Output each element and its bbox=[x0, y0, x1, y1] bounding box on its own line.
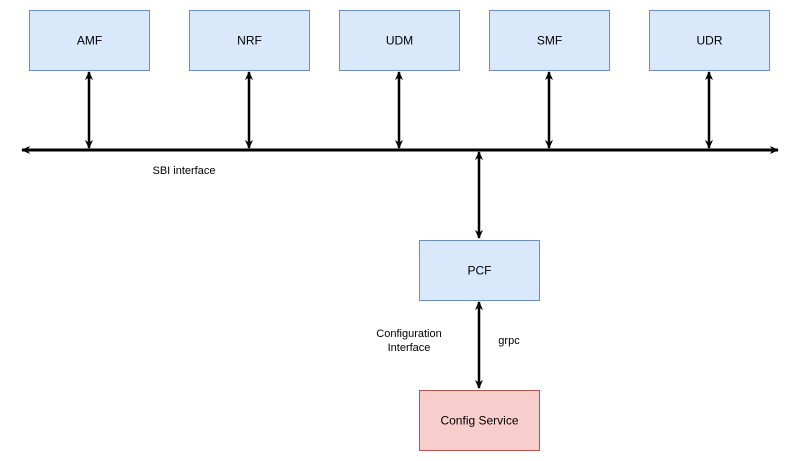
udm-node[interactable]: UDM bbox=[339, 10, 460, 71]
amf-box bbox=[29, 10, 150, 71]
udm-label: UDM bbox=[386, 34, 413, 48]
smf-node[interactable]: SMF bbox=[489, 10, 610, 71]
config-service-label: Config Service bbox=[440, 414, 518, 428]
grpc-label: grpc bbox=[498, 335, 520, 347]
sbi-interface-label: SBI interface bbox=[153, 165, 216, 177]
smf-box bbox=[489, 10, 610, 71]
config-service-box bbox=[419, 390, 540, 451]
nrf-node[interactable]: NRF bbox=[189, 10, 310, 71]
udr-box bbox=[649, 10, 770, 71]
pcf-node[interactable]: PCF bbox=[419, 240, 540, 301]
amf-node[interactable]: AMF bbox=[29, 10, 150, 71]
udm-box bbox=[339, 10, 460, 71]
pcf-label: PCF bbox=[468, 264, 492, 278]
configuration-interface-label-line2: Interface bbox=[388, 342, 431, 354]
config-service-node[interactable]: Config Service bbox=[419, 390, 540, 451]
nrf-box bbox=[189, 10, 310, 71]
pcf-box bbox=[419, 240, 540, 301]
udr-label: UDR bbox=[697, 34, 723, 48]
udr-node[interactable]: UDR bbox=[649, 10, 770, 71]
smf-label: SMF bbox=[537, 34, 562, 48]
nrf-label: NRF bbox=[237, 34, 262, 48]
amf-label: AMF bbox=[77, 34, 102, 48]
configuration-interface-label-line1: Configuration bbox=[376, 328, 441, 340]
